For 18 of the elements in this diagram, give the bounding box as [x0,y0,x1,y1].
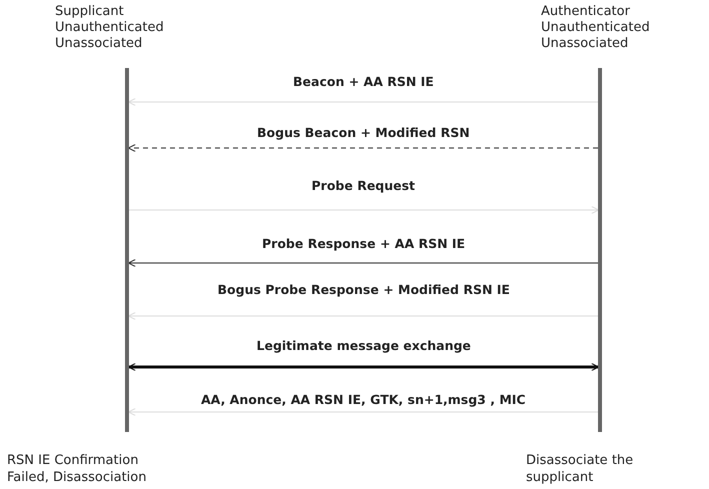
message-arrow [128,258,598,268]
participant-label: Supplicant Unauthenticated Unassociated [55,4,165,52]
edge-label: Probe Request [310,178,418,193]
edge-label: Bogus Probe Response + Modified RSN IE [216,282,512,297]
edge-label: Beacon + AA RSN IE [291,74,436,89]
outcome-note: Disassociate the supplicant [526,452,634,486]
message-arrow [128,362,600,372]
message-arrow [128,312,598,320]
edge-label: Bogus Beacon + Modified RSN [255,125,472,140]
message-arrow [128,98,598,106]
outcome-note: RSN IE Confirmation Failed, Disassociation [7,452,148,486]
message-arrow [128,144,598,152]
message-arrow [128,408,598,416]
edge-label: AA, Anonce, AA RSN IE, GTK, sn+1,msg3 , MIC [199,392,528,407]
message-arrow [128,206,600,214]
edge-label: Legitimate message exchange [254,338,473,353]
participant-label: Authenticator Unauthenticated Unassociated [541,4,651,52]
edge-label: Probe Response + AA RSN IE [260,236,468,251]
